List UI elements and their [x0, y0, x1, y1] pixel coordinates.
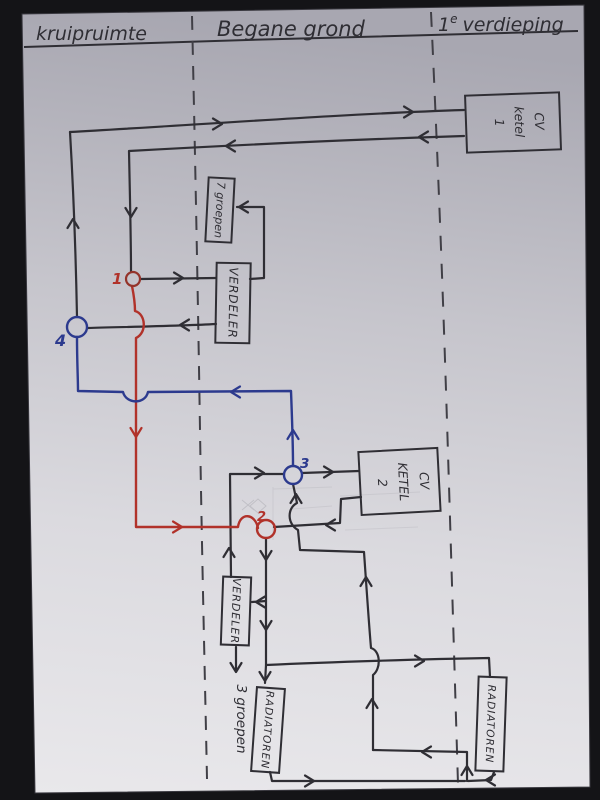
zone-dividers: [191, 11, 459, 785]
verdeler1-label: VERDELER: [225, 267, 240, 339]
pipe-verdeler2-riser-to-node3: [228, 472, 285, 579]
node1-circle: [124, 270, 142, 288]
node1-label: 1: [112, 270, 122, 288]
node2-circle: [255, 518, 277, 540]
node4-circle: [65, 315, 89, 339]
radiators2-box: [474, 675, 508, 773]
pipe-node2-down: [263, 536, 268, 685]
pencil-cross: [241, 499, 255, 511]
radiators1-label: RADIATOREN: [258, 690, 275, 769]
groups7-label: 7 groepen: [212, 182, 228, 239]
pipe-supply-radiators-first-floor: [264, 656, 492, 679]
component-boxes: CVketel1 CVKETEL2 VERDELER 7 groepen VER…: [204, 91, 563, 774]
pencil-diamond: [249, 498, 267, 514]
boiler2-box: [357, 446, 442, 517]
boiler1-box: [464, 91, 563, 154]
pipe-verdeler1-to-node4: [86, 322, 218, 330]
junction-nodes: 1 2 3 4: [54, 270, 309, 540]
verdeler2-label: VERDELER: [228, 578, 243, 645]
node2-label: 2: [257, 510, 266, 525]
pipe-verdeler1-to-7groepen: [235, 205, 266, 281]
divider-beganegrond-verdieping: [430, 11, 459, 785]
radiators2-label: RADIATOREN: [483, 685, 498, 764]
node3-circle: [282, 464, 304, 486]
groups3-label: 3 groepen: [233, 685, 249, 754]
pipe-boiler2-to-node2: [272, 495, 363, 529]
pipe-node1-to-verdeler1: [138, 276, 218, 281]
node4-label: 4: [54, 331, 66, 350]
pencil-sketch-marks: [241, 486, 421, 540]
pipe-supply-from-boiler1: [127, 134, 466, 273]
pipe-node3-to-boiler2: [300, 469, 361, 475]
pipe-left-riser: [68, 130, 79, 319]
pipe-branch-verdeler2: [250, 599, 268, 604]
header-underline: [23, 30, 579, 48]
pencil-lines: [272, 486, 421, 540]
boiler2-label: CVKETEL2: [374, 461, 433, 503]
paper-sheet: [21, 4, 591, 794]
pipe-red-node1-to-node2: [130, 284, 260, 530]
divider-kruipruimte-beganegrond: [191, 15, 208, 780]
radiators1-box: [250, 686, 286, 774]
boiler1-label: CVketel1: [491, 105, 547, 138]
groups7-box: [204, 176, 236, 244]
verdeler2-box: [219, 575, 253, 647]
zone-label-kruipruimte: kruipruimte: [36, 23, 147, 45]
node3-label: 3: [300, 456, 309, 472]
pipe-radiator-return-riser: [288, 482, 380, 752]
verdeler1-box: [214, 261, 252, 345]
pipe-radiator1-bottom: [268, 770, 467, 783]
